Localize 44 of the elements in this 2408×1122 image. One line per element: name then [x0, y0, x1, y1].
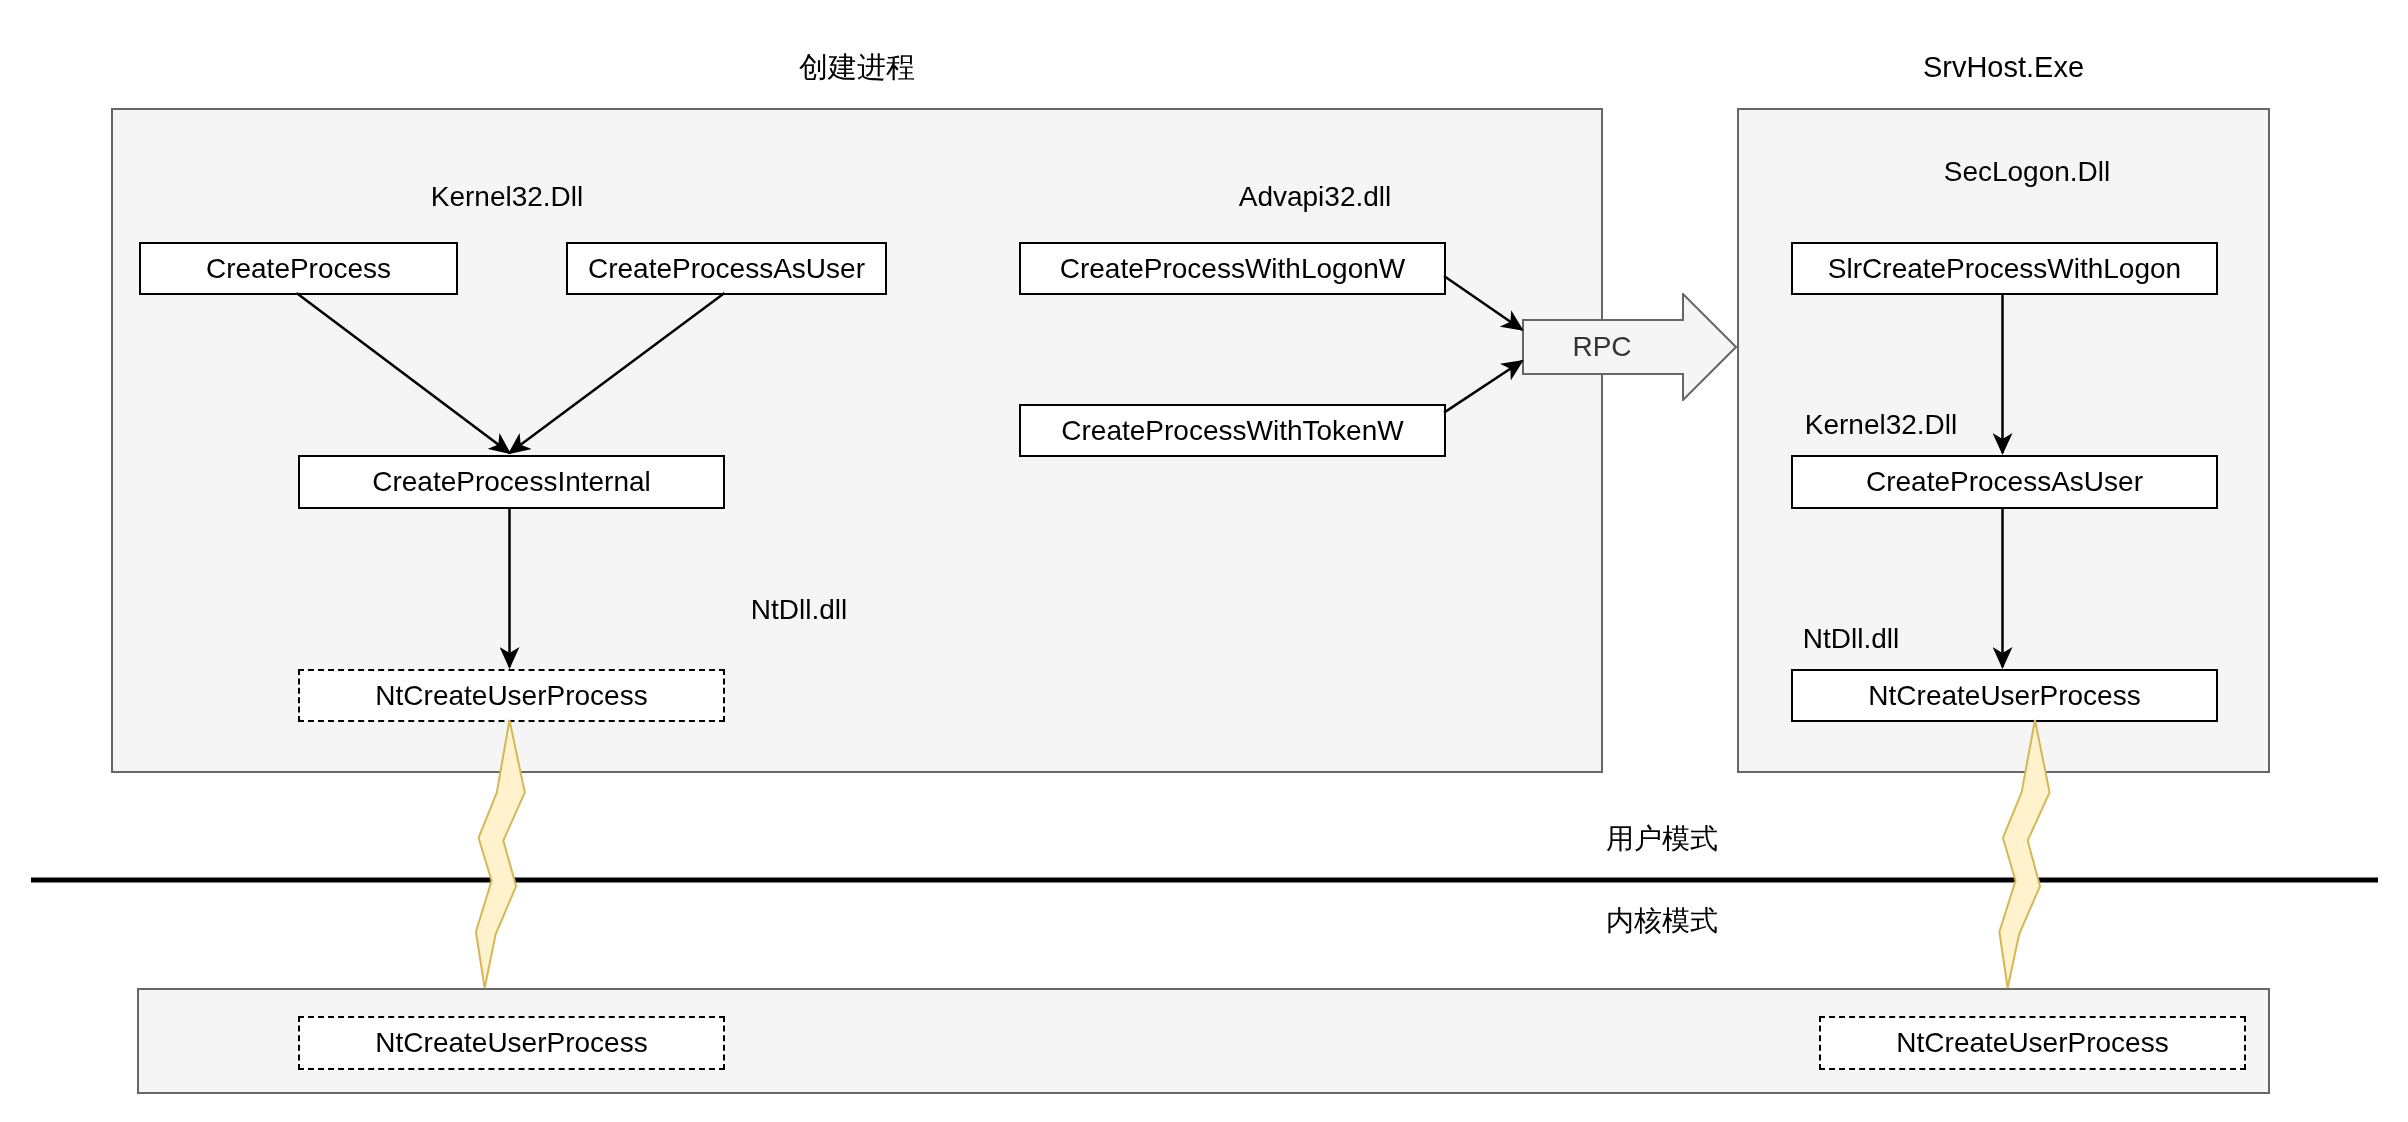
function-name: NtCreateUserProcess — [1868, 678, 2141, 713]
function-box — [298, 669, 725, 722]
module-label: NtDll.dll — [1802, 622, 1900, 656]
function-box — [1019, 404, 1446, 457]
lightning-bolt — [474, 719, 526, 989]
block-arrow — [1522, 293, 1737, 401]
module-label: Advapi32.dll — [1238, 180, 1392, 214]
module-label: Kernel32.Dll — [1804, 408, 1958, 442]
function-box — [298, 1016, 725, 1070]
function-box — [566, 242, 887, 295]
group-title: 创建进程 — [798, 50, 916, 85]
function-box — [1791, 669, 2218, 722]
function-box — [1791, 242, 2218, 295]
function-name: CreateProcessInternal — [372, 465, 651, 499]
group-title: SrvHost.Exe — [1921, 50, 2086, 85]
module-label: Kernel32.Dll — [430, 180, 584, 214]
function-box — [298, 455, 725, 509]
arrow — [1443, 275, 1524, 331]
arrow — [295, 292, 512, 455]
function-box — [139, 242, 458, 295]
function-name: NtCreateUserProcess — [1896, 1026, 2169, 1060]
module-label: 用户模式 — [1606, 822, 1718, 856]
function-box — [1019, 242, 1446, 295]
module-label: NtDll.dll — [750, 593, 848, 627]
function-name: NtCreateUserProcess — [375, 1026, 648, 1060]
lightning-bolt — [1998, 719, 2051, 989]
function-name: CreateProcessAsUser — [588, 251, 865, 286]
arrow — [1443, 359, 1524, 414]
arrow — [1992, 507, 2013, 669]
function-box — [1819, 1016, 2246, 1070]
function-name: SlrCreateProcessWithLogon — [1827, 251, 2182, 286]
arrow — [1992, 293, 2013, 455]
arrow — [507, 292, 726, 455]
kernel-band — [137, 988, 2270, 1094]
arrow — [499, 507, 520, 669]
arrow-label: RPC — [1571, 330, 1633, 364]
module-label: SecLogon.Dll — [1943, 155, 2111, 189]
function-name: CreateProcess — [205, 251, 392, 286]
function-box — [1791, 455, 2218, 509]
function-name: CreateProcessWithLogonW — [1059, 251, 1406, 286]
module-label: 内核模式 — [1606, 904, 1718, 938]
function-name: CreateProcessWithTokenW — [1061, 413, 1404, 448]
function-name: NtCreateUserProcess — [375, 678, 648, 713]
function-name: CreateProcessAsUser — [1866, 465, 2143, 499]
